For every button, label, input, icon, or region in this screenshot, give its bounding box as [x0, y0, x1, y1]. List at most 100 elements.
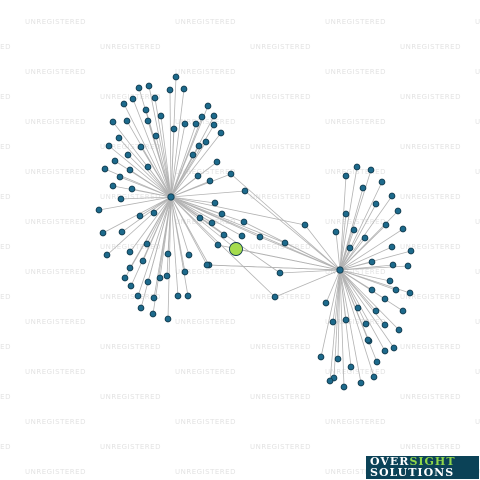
graph-node: [127, 282, 135, 290]
graph-node: [137, 304, 145, 312]
graph-node: [220, 231, 228, 239]
graph-node: [372, 200, 380, 208]
edge: [325, 269, 341, 304]
graph-node: [121, 274, 129, 282]
watermark-text: UNREGISTERED: [475, 318, 480, 326]
watermark-text: UNREGISTERED: [25, 268, 86, 276]
graph-node: [181, 268, 189, 276]
edge: [208, 264, 341, 271]
watermark-text: UNREGISTERED: [250, 293, 311, 301]
watermark-text: UNREGISTERED: [25, 68, 86, 76]
edge: [337, 269, 341, 360]
graph-node: [135, 84, 143, 92]
watermark-text: UNREGISTERED: [325, 68, 386, 76]
edge: [339, 166, 358, 271]
edge: [170, 132, 222, 198]
watermark-text: UNREGISTERED: [175, 118, 236, 126]
watermark-text: UNREGISTERED: [325, 368, 386, 376]
watermark-text: UNREGISTERED: [0, 393, 11, 401]
edge: [339, 269, 400, 331]
graph-node: [208, 219, 216, 227]
graph-node: [357, 379, 365, 387]
graph-node: [407, 247, 415, 255]
watermark-text: UNREGISTERED: [400, 243, 461, 251]
graph-node: [204, 102, 212, 110]
graph-node: [99, 229, 107, 237]
graph-node: [181, 120, 189, 128]
watermark-text: UNREGISTERED: [175, 168, 236, 176]
graph-node: [103, 251, 111, 259]
edge: [98, 196, 172, 211]
edge: [339, 224, 387, 271]
edge: [170, 88, 185, 198]
logo-part-2: SIGHT: [409, 455, 456, 468]
watermark-text: UNREGISTERED: [0, 293, 11, 301]
logo-part-1: OVER: [370, 455, 410, 468]
graph-node: [256, 233, 264, 241]
watermark-text: UNREGISTERED: [100, 143, 161, 151]
graph-node: [332, 228, 340, 236]
graph-node: [392, 286, 400, 294]
watermark-text: UNREGISTERED: [100, 343, 161, 351]
edge: [170, 141, 207, 198]
edge: [339, 269, 362, 384]
graph-node: [381, 295, 389, 303]
graph-node: [388, 192, 396, 200]
graph-node: [370, 373, 378, 381]
watermark-text: UNREGISTERED: [100, 93, 161, 101]
edge: [124, 196, 172, 279]
graph-node: [136, 212, 144, 220]
edge: [339, 213, 347, 271]
watermark-text: UNREGISTERED: [25, 168, 86, 176]
graph-node: [145, 82, 153, 90]
graph-node: [241, 187, 249, 195]
edge: [148, 85, 172, 198]
hub-node: [167, 193, 175, 201]
graph-node: [151, 94, 159, 102]
edge: [170, 128, 175, 198]
graph-node: [134, 292, 142, 300]
graph-node: [326, 377, 334, 385]
watermark-text: UNREGISTERED: [0, 143, 11, 151]
graph-node: [367, 166, 375, 174]
watermark-text: UNREGISTERED: [325, 418, 386, 426]
hub-node: [336, 266, 344, 274]
watermark-text: UNREGISTERED: [325, 118, 386, 126]
watermark-text: UNREGISTERED: [0, 443, 11, 451]
graph-node: [128, 185, 136, 193]
edge: [170, 190, 246, 198]
graph-node: [390, 344, 398, 352]
edge: [120, 196, 172, 200]
edge: [167, 196, 172, 320]
graph-node: [381, 347, 389, 355]
graph-node: [202, 138, 210, 146]
graph-node: [150, 209, 158, 217]
graph-node: [194, 172, 202, 180]
watermark-text: UNREGISTERED: [325, 268, 386, 276]
watermark-text: UNREGISTERED: [175, 418, 236, 426]
edge: [147, 120, 172, 198]
edge: [170, 196, 237, 250]
watermark-text: UNREGISTERED: [250, 443, 311, 451]
edge: [339, 269, 367, 325]
watermark-text: UNREGISTERED: [0, 343, 11, 351]
edge: [170, 123, 186, 198]
watermark-text: UNREGISTERED: [250, 43, 311, 51]
graph-node: [109, 182, 117, 190]
watermark-text: UNREGISTERED: [0, 43, 11, 51]
edge: [129, 196, 172, 253]
graph-node: [240, 218, 248, 226]
edge: [170, 196, 208, 266]
graph-node: [334, 355, 342, 363]
edge: [169, 89, 172, 198]
graph-node: [126, 248, 134, 256]
watermark-text: UNREGISTERED: [475, 18, 480, 26]
graph-node: [184, 292, 192, 300]
graph-node: [180, 85, 188, 93]
edge: [339, 237, 366, 271]
edge: [339, 195, 393, 271]
edge: [123, 103, 172, 198]
watermark-text: UNREGISTERED: [250, 393, 311, 401]
graph-node: [210, 112, 218, 120]
graph-node: [116, 173, 124, 181]
